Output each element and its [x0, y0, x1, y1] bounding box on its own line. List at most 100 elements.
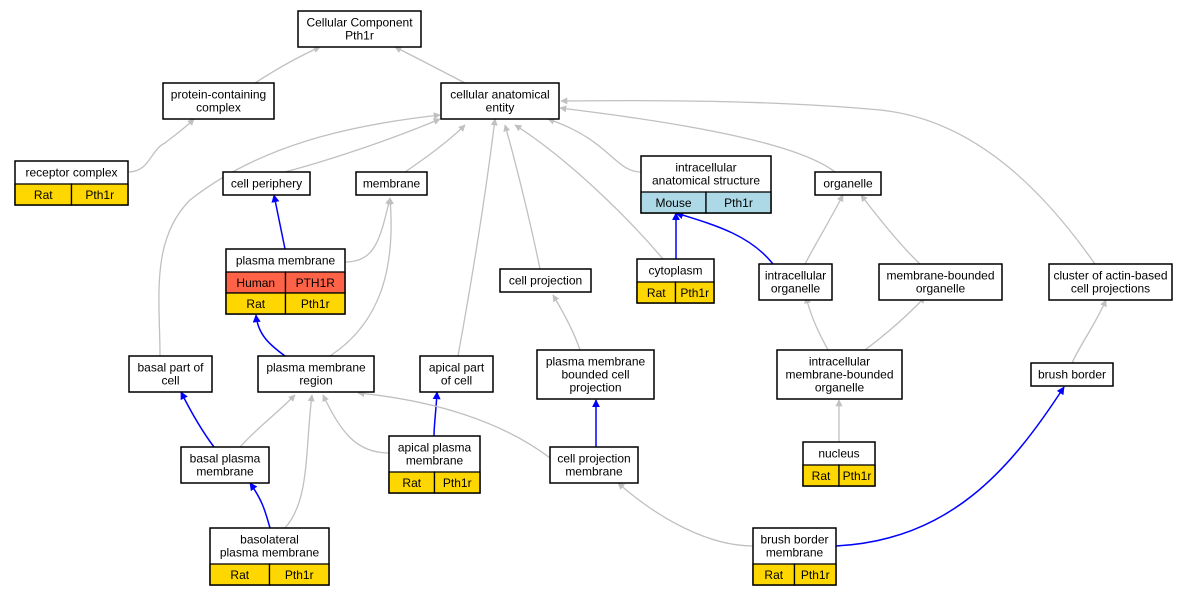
edge-ias-to-cae [547, 117, 642, 173]
node-label-line: intracellular [765, 269, 826, 283]
node-label-line: brush border [760, 533, 828, 547]
gene-label: Pth1r [680, 286, 709, 300]
node-outline [14, 160, 129, 206]
node-outline [440, 82, 560, 120]
node-box [758, 263, 833, 301]
node-label-line: organelle [771, 282, 821, 296]
edge-pm-to-cp [271, 194, 286, 250]
gene-label: Pth1r [801, 568, 830, 582]
edge-bpm-to-bpc [180, 391, 215, 448]
node-outline [1048, 263, 1173, 301]
edge-bb-to-cabcp [1071, 299, 1107, 364]
node-label-line: region [299, 374, 332, 388]
node-outline [419, 355, 494, 393]
node-outline [225, 248, 346, 315]
node-label-line: Pth1r [345, 29, 374, 43]
node-label-line: protein-containing [171, 88, 266, 102]
node-mem[interactable]: membrane [355, 171, 428, 196]
node-label-line: intracellular [675, 161, 736, 175]
node-label-line: membrane [363, 177, 421, 191]
species-label: Rat [812, 469, 831, 483]
node-outline [549, 446, 639, 484]
node-label-line: basolateral [240, 533, 299, 547]
node-outline [297, 10, 422, 48]
edges-layer [127, 46, 1107, 547]
gene-label: Pth1r [724, 196, 753, 210]
node-outline [802, 441, 876, 487]
node-outline [209, 527, 330, 586]
node-cp[interactable]: cell periphery [222, 171, 311, 196]
node-label-line: plasma membrane [236, 254, 336, 268]
node-outline [162, 82, 275, 120]
edge-cae-to-cc [394, 46, 466, 84]
node-label-line: plasma membrane [220, 546, 320, 560]
edge-mem-to-cae [404, 124, 466, 173]
node-label-line: cell projections [1071, 282, 1150, 296]
node-label-line: cluster of actin-based [1053, 269, 1167, 283]
node-label-line: brush border [1038, 368, 1106, 382]
node-cproj[interactable]: cell projection [499, 268, 592, 293]
node-label-line: cell periphery [231, 177, 302, 191]
edge-blpm-to-pmr [284, 394, 315, 529]
node-label-line: bounded cell [561, 368, 629, 382]
node-label-line: membrane [406, 454, 464, 468]
node-label-line: cellular anatomical [450, 88, 549, 102]
node-bb[interactable]: brush border [1030, 362, 1114, 387]
node-label-line: receptor complex [25, 166, 117, 180]
edge-bbm-to-cpm [617, 482, 754, 547]
edge-io-to-org [804, 194, 844, 265]
species-label: Rat [34, 188, 53, 202]
species-label: Rat [230, 568, 249, 582]
edge-bpc-to-cae [158, 112, 441, 357]
node-outline [814, 171, 882, 196]
edge-pmr-to-pm [252, 314, 286, 357]
edge-pmr-to-mem [329, 197, 394, 357]
edge-imbo-to-mbo [864, 296, 926, 351]
gene-label: Pth1r [285, 568, 314, 582]
edge-mbo-to-org [860, 194, 921, 265]
node-label-line: membrane-bounded [886, 269, 994, 283]
node-label-line: cytoplasm [648, 264, 702, 278]
node-outline [758, 263, 833, 301]
node-outline [180, 446, 270, 484]
node-org[interactable]: organelle [814, 171, 882, 196]
node-label-line: nucleus [818, 447, 859, 461]
edge-cp-to-cae [284, 118, 441, 173]
species-label: Rat [402, 476, 421, 490]
node-label-line: anatomical structure [652, 174, 760, 188]
node-label-line: basal part of [137, 361, 204, 375]
node-outline [640, 155, 772, 214]
edge-pcc-to-cc [254, 46, 321, 84]
species-label: Rat [647, 286, 666, 300]
node-label-line: cell projection [557, 452, 630, 466]
node-outline [257, 355, 375, 393]
edge-imbo-to-io [804, 296, 829, 351]
edge-pmbcp-to-cproj [552, 294, 581, 351]
node-label-line: of cell [441, 374, 472, 388]
node-outline [222, 171, 311, 196]
species-label: Human [236, 276, 275, 290]
node-outline [752, 527, 837, 586]
node-label-line: plasma membrane [266, 361, 366, 375]
